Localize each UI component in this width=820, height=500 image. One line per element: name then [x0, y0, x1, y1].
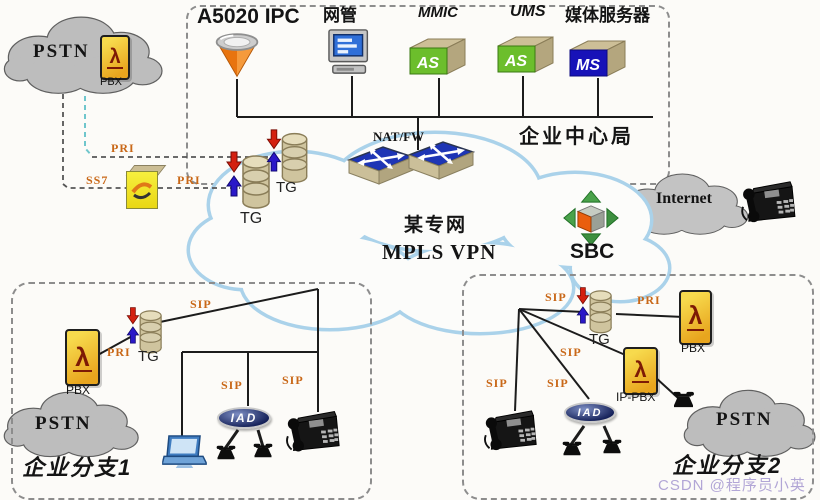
mmic-as-server-icon: AS	[409, 38, 466, 75]
a5020-ipc-icon	[210, 30, 264, 80]
tg-gateway-icon-branch2	[576, 286, 614, 336]
sg-swoosh-icon	[131, 182, 153, 200]
sip-link-label-branch2-ippbx: SIP	[560, 345, 582, 359]
iad-label: IAD	[577, 406, 603, 419]
sip-link-label-branch2-iad: SIP	[547, 376, 569, 390]
branch2-region-box	[462, 274, 814, 500]
pri-link-label-mid: PRI	[177, 173, 201, 187]
pstn-label-branch2: PSTN	[716, 409, 773, 430]
ippbx-label-branch2: IP-PBX	[616, 390, 656, 404]
desk-phone-icon-branch2	[483, 406, 539, 455]
tg-gateway-icon-left-upper	[266, 128, 310, 186]
ums-as-server-icon: AS	[497, 36, 554, 73]
laptop-icon-branch1	[162, 434, 207, 469]
central-office-title: 企业中心局	[519, 126, 634, 148]
sip-link-label-branch1-tg: SIP	[190, 297, 212, 311]
ip-pbx-icon-branch2: λ	[623, 347, 658, 395]
media-server-label: 媒体服务器	[565, 6, 650, 25]
mmic-as-badge: AS	[416, 55, 440, 72]
pstn-label-branch1: PSTN	[35, 413, 92, 434]
pbx-glyph: λ	[73, 341, 92, 372]
branch1-title: 企业分支1	[22, 455, 133, 480]
desk-phone-icon-branch1	[285, 407, 342, 456]
iad-icon-branch2: IAD	[564, 402, 616, 423]
pbx-icon-top-left: λ	[100, 35, 130, 80]
mpls-vpn-label: MPLS VPN	[382, 240, 497, 264]
mpls-cloud-name: 某专网	[404, 215, 468, 236]
pbx-glyph: λ	[632, 357, 649, 383]
analog-phone-icon-ippbx	[670, 390, 697, 409]
natfw-label: NAT/FW	[373, 129, 425, 144]
signaling-gateway-icon	[126, 171, 158, 209]
pbx-glyph: λ	[107, 45, 123, 69]
solid-links	[95, 76, 685, 451]
sip-link-label-branch2-phone: SIP	[486, 376, 508, 390]
iad-icon-branch1: IAD	[217, 407, 271, 429]
tg-label-left-lower: TG	[240, 210, 263, 227]
internet-label: Internet	[656, 190, 712, 207]
iad-label: IAD	[230, 411, 258, 425]
sip-link-label-branch1-phone: SIP	[282, 373, 304, 387]
branch1-region-box	[11, 282, 372, 500]
pbx-label-branch2: PBX	[681, 341, 706, 355]
media-server-ms-icon: MS	[569, 40, 626, 77]
sip-link-label-branch1-iad: SIP	[221, 378, 243, 392]
ms-badge: MS	[576, 57, 600, 74]
internet-phone-icon	[740, 178, 798, 226]
pstn-label-top-left: PSTN	[33, 41, 90, 62]
a5020-ipc-label: A5020 IPC	[197, 5, 300, 28]
ss7-link-label: SS7	[86, 173, 109, 187]
pri-link-label-branch1: PRI	[107, 345, 131, 359]
pbx-icon-branch1: λ	[65, 329, 100, 386]
pri-link-label-branch2: PRI	[637, 293, 661, 307]
watermark: CSDN @程序员小英	[658, 477, 806, 494]
analog-phone-icon-branch1-b	[251, 442, 275, 459]
pri-link-label-top: PRI	[111, 141, 135, 155]
branch2-title: 企业分支2	[672, 453, 783, 478]
ums-label: UMS	[510, 3, 546, 20]
pbx-label-branch1: PBX	[66, 383, 91, 397]
tg-label-branch1: TG	[138, 348, 159, 365]
pbx-icon-branch2: λ	[679, 290, 712, 345]
analog-phone-icon-branch1-a	[214, 444, 238, 461]
sbc-label: SBC	[570, 240, 615, 263]
analog-phone-icon-branch2-b	[600, 438, 624, 455]
tg-label-branch2: TG	[589, 331, 610, 348]
sip-link-label-branch2-tg: SIP	[545, 290, 567, 304]
sbc-icon	[562, 189, 620, 247]
analog-phone-icon-branch2-a	[560, 440, 584, 457]
pbx-label-top-left: PBX	[100, 76, 123, 88]
tg-label-left-upper: TG	[276, 179, 297, 196]
nms-computer-icon	[327, 28, 377, 76]
mmic-label: MMIC	[418, 4, 458, 21]
nms-label: 网管	[323, 6, 357, 25]
pbx-glyph: λ	[686, 302, 705, 331]
ums-as-badge: AS	[504, 53, 528, 70]
